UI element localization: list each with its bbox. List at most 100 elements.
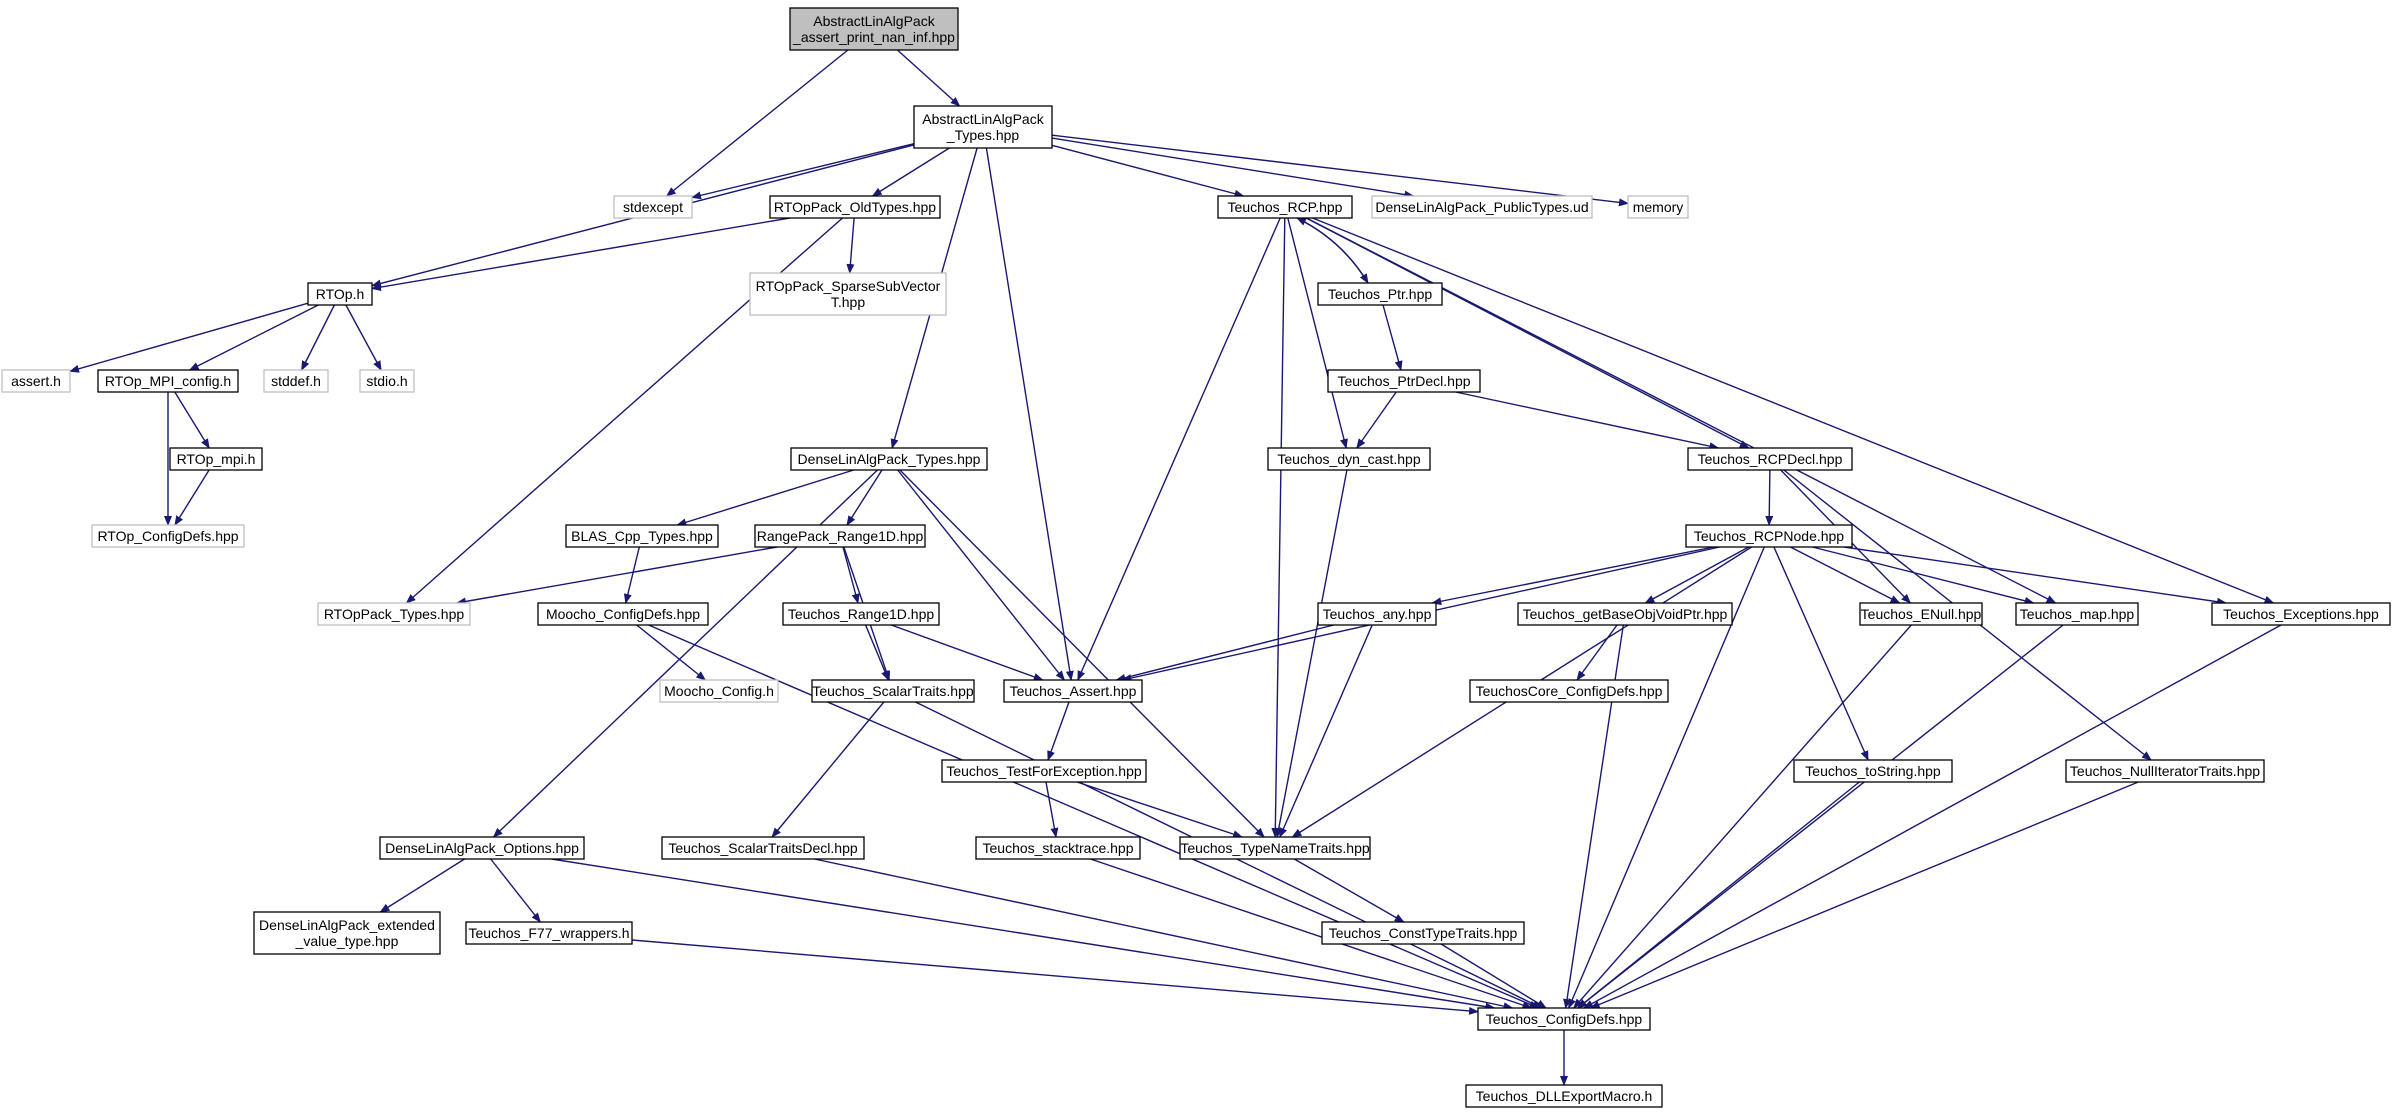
node-dlap_options[interactable]: DenseLinAlgPack_Options.hpp — [379, 836, 585, 860]
node-label: Teuchos_RCPNode.hpp — [1694, 528, 1844, 544]
edge-teuchos_rcpdecl-to-teuchos_rcpnode — [1765, 469, 1774, 526]
edge-rtop_oldtypes-to-rtoppack_types — [405, 217, 843, 604]
node-teuchos_getbaseobj[interactable]: Teuchos_getBaseObjVoidPtr.hpp — [1517, 602, 1733, 626]
node-teuchos_testforexception[interactable]: Teuchos_TestForException.hpp — [941, 759, 1147, 783]
edge-teuchos_f77-to-teuchos_configdefs — [631, 939, 1479, 1015]
node-label: Teuchos_F77_wrappers.h — [468, 925, 629, 941]
node-label: Teuchos_Ptr.hpp — [1328, 286, 1433, 302]
edge-alap_types-to-teuchos_assert — [985, 147, 1074, 681]
node-rtoppack_types: RTOpPack_Types.hpp — [317, 602, 471, 626]
node-box — [379, 836, 585, 860]
node-label: Teuchos_ScalarTraits.hpp — [812, 683, 974, 699]
node-teuchos_rcpnode[interactable]: Teuchos_RCPNode.hpp — [1685, 524, 1853, 548]
node-teuchos_any[interactable]: Teuchos_any.hpp — [1317, 602, 1437, 626]
node-dlap_extended[interactable]: DenseLinAlgPack_extended_value_type.hpp — [253, 911, 441, 955]
edge-teuchos_ptr-to-teuchos_rcp — [1296, 217, 1369, 284]
edge-alap_types-to-stdexcept — [691, 143, 915, 200]
node-teuchos_ptr[interactable]: Teuchos_Ptr.hpp — [1317, 282, 1443, 306]
node-alap_types[interactable]: AbstractLinAlgPack_Types.hpp — [913, 105, 1053, 149]
node-teuchos_dyn_cast[interactable]: Teuchos_dyn_cast.hpp — [1267, 447, 1431, 471]
node-label: Teuchos_dyn_cast.hpp — [1277, 451, 1420, 467]
node-label: Teuchos_any.hpp — [1323, 606, 1432, 622]
edge-teuchos_rcpnode-to-teuchos_configdefs — [1568, 546, 1765, 1009]
node-label: DenseLinAlgPack_extended — [259, 917, 435, 933]
node-label: Teuchos_RCPDecl.hpp — [1698, 451, 1843, 467]
node-label: Teuchos_ConstTypeTraits.hpp — [1329, 925, 1518, 941]
node-label: stddef.h — [271, 373, 321, 389]
edge-teuchos_range1d-to-teuchos_assert — [891, 624, 1044, 681]
node-teuchos_scalartraits[interactable]: Teuchos_ScalarTraits.hpp — [811, 679, 975, 703]
node-box — [359, 369, 415, 393]
node-box — [1321, 921, 1525, 945]
edge-rtop_mpi_h-to-rtop_configdefs — [174, 469, 210, 526]
node-teuchos_stacktrace[interactable]: Teuchos_stacktrace.hpp — [975, 836, 1141, 860]
node-rtop_mpi_h[interactable]: RTOp_mpi.h — [169, 447, 263, 471]
node-teuchos_map[interactable]: Teuchos_map.hpp — [2015, 602, 2139, 626]
edge-teuchos_any-to-teuchos_assert — [1115, 624, 1334, 682]
node-teuchos_scalartraitsdecl[interactable]: Teuchos_ScalarTraitsDecl.hpp — [661, 836, 865, 860]
node-blas_cpp_types[interactable]: BLAS_Cpp_Types.hpp — [565, 524, 719, 548]
node-teuchos_rcp[interactable]: Teuchos_RCP.hpp — [1217, 195, 1353, 219]
node-teuchos_nulliteratortraits[interactable]: Teuchos_NullIteratorTraits.hpp — [2065, 759, 2265, 783]
edge-rtop_h-to-stddef_h — [300, 304, 336, 371]
node-teuchos_consttypetraits[interactable]: Teuchos_ConstTypeTraits.hpp — [1321, 921, 1525, 945]
node-teuchos_f77[interactable]: Teuchos_F77_wrappers.h — [465, 921, 633, 945]
node-box — [2211, 602, 2391, 626]
edge-root-to-stdexcept — [665, 49, 849, 197]
node-teuchos_ptrdecl[interactable]: Teuchos_PtrDecl.hpp — [1327, 369, 1481, 393]
node-teuchos_enull[interactable]: Teuchos_ENull.hpp — [1859, 602, 1983, 626]
edge-teuchos_rcp-to-teuchos_exceptions — [1312, 217, 2275, 604]
node-box — [1469, 679, 1669, 703]
edge-dlap_types-to-teuchos_assert — [897, 469, 1065, 681]
edge-dlap_options-to-teuchos_configdefs — [551, 858, 1496, 1011]
edge-teuchos_scalartraits-to-teuchos_scalartraitsdecl — [771, 701, 885, 838]
node-assert_h: assert.h — [1, 369, 71, 393]
edge-teuchos_tostring-to-teuchos_configdefs — [1576, 781, 1860, 1009]
node-teuchos_typenametraits[interactable]: Teuchos_TypeNameTraits.hpp — [1179, 836, 1371, 860]
node-teuchos_rcpdecl[interactable]: Teuchos_RCPDecl.hpp — [1687, 447, 1853, 471]
node-label: Teuchos_PtrDecl.hpp — [1337, 373, 1470, 389]
node-moocho_configdefs[interactable]: Moocho_ConfigDefs.hpp — [537, 602, 709, 626]
edge-teuchos_ptrdecl-to-teuchos_rcpdecl — [1455, 391, 1720, 451]
node-teuchos_exceptions[interactable]: Teuchos_Exceptions.hpp — [2211, 602, 2391, 626]
node-label: RTOpPack_Types.hpp — [324, 606, 465, 622]
edge-teuchos_scalartraitsdecl-to-teuchos_configdefs — [814, 858, 1514, 1011]
edge-teuchos_rcpnode-to-teuchos_getbaseobj — [1644, 546, 1750, 604]
node-label: Teuchos_ConfigDefs.hpp — [1486, 1011, 1643, 1027]
node-box — [97, 369, 239, 393]
node-rtop_oldtypes[interactable]: RTOpPack_OldTypes.hpp — [769, 195, 941, 219]
node-label: RTOp_mpi.h — [177, 451, 256, 467]
edge-rtop_h-to-stdio_h — [345, 304, 382, 371]
node-label: AbstractLinAlgPack — [813, 13, 935, 29]
node-box — [659, 679, 779, 703]
node-label: Teuchos_map.hpp — [2020, 606, 2135, 622]
node-teuchos_configdefs[interactable]: Teuchos_ConfigDefs.hpp — [1477, 1007, 1651, 1031]
node-rangepack_range1d[interactable]: RangePack_Range1D.hpp — [754, 524, 926, 548]
node-teuchos_range1d[interactable]: Teuchos_Range1D.hpp — [782, 602, 940, 626]
node-rtop_h[interactable]: RTOp.h — [307, 282, 373, 306]
node-teuchos_tostring[interactable]: Teuchos_toString.hpp — [1793, 759, 1953, 783]
node-box — [1179, 836, 1371, 860]
node-root[interactable]: AbstractLinAlgPack_assert_print_nan_inf.… — [789, 7, 959, 51]
edge-teuchos_enull-to-teuchos_configdefs — [1573, 624, 1912, 1009]
node-label: _Types.hpp — [946, 127, 1020, 143]
node-label: Teuchos_Exceptions.hpp — [2223, 606, 2379, 622]
node-stddef_h: stddef.h — [263, 369, 329, 393]
node-teuchos_assert[interactable]: Teuchos_Assert.hpp — [1003, 679, 1143, 703]
node-teuchoscore_configdefs[interactable]: TeuchosCore_ConfigDefs.hpp — [1469, 679, 1669, 703]
node-teuchos_dllexport[interactable]: Teuchos_DLLExportMacro.h — [1465, 1084, 1663, 1108]
node-dlap_types[interactable]: DenseLinAlgPack_Types.hpp — [790, 447, 988, 471]
edge-dlap_types-to-blas_cpp_types — [676, 469, 854, 527]
node-label: BLAS_Cpp_Types.hpp — [571, 528, 713, 544]
edge-rtop_oldtypes-to-rtop_h — [371, 217, 791, 292]
node-box — [1687, 447, 1853, 471]
node-box — [1, 369, 71, 393]
node-box — [790, 447, 988, 471]
node-layer: AbstractLinAlgPack_assert_print_nan_inf.… — [1, 7, 2391, 1108]
edge-root-to-alap_types — [896, 49, 961, 107]
node-box — [782, 602, 940, 626]
edge-rtop_oldtypes-to-rtop_sparse — [846, 217, 855, 274]
node-rtop_mpi_config[interactable]: RTOp_MPI_config.h — [97, 369, 239, 393]
